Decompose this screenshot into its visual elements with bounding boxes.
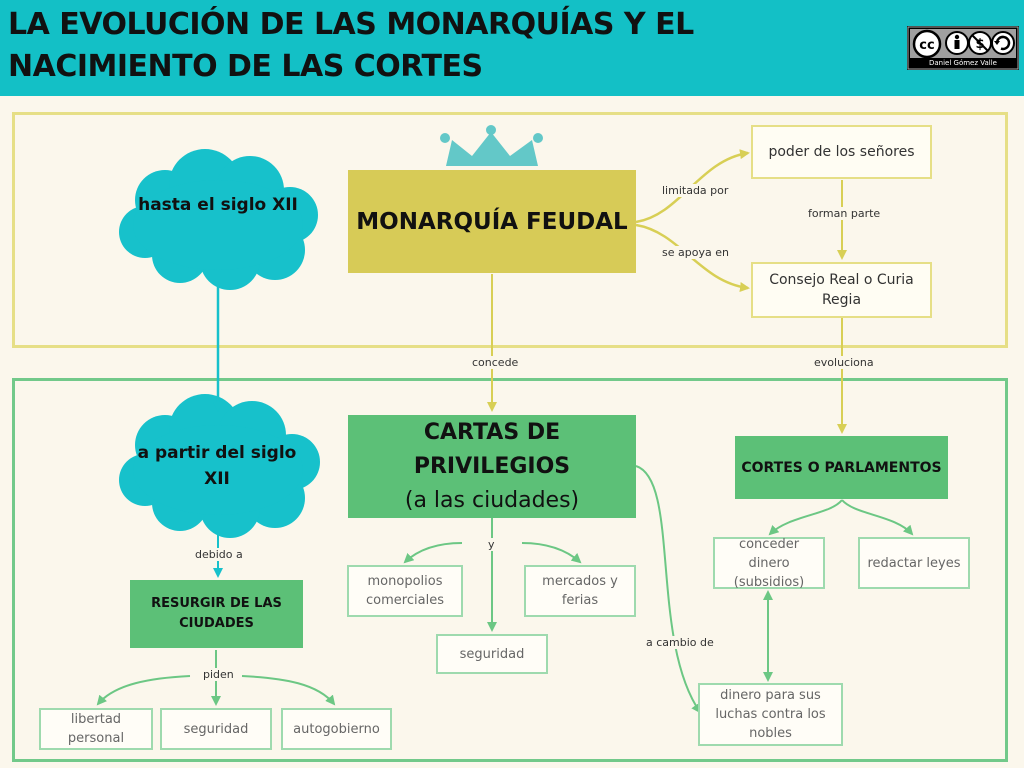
node-conceder-dinero: conceder dinero (subsidios) (713, 536, 825, 590)
license-author: Daniel Gómez Valle (928, 59, 997, 67)
cities-frame (12, 378, 1008, 762)
cartas-sub-label: (a las ciudades) (404, 487, 580, 513)
cortes-label: CORTES O PARLAMENTOS (741, 459, 942, 476)
node-cortes-parlamentos: CORTES O PARLAMENTOS (735, 436, 948, 499)
arrow-to-monopolios (403, 542, 463, 564)
redactar-leyes-label: redactar leyes (867, 555, 961, 571)
link-forman-parte: forman parte (806, 207, 883, 220)
node-consejo-real: Consejo Real o Curia Regia (751, 262, 932, 318)
cloud-hasta-siglo (119, 149, 318, 290)
poder-senores-label: poder de los señores (768, 144, 915, 160)
svg-text:$: $ (975, 37, 984, 52)
link-evoluciona: evoluciona (812, 356, 876, 369)
arrow-to-autogobierno (241, 675, 336, 706)
cc-by-nc-sa-icon: cc $ Daniel Gómez Valle (907, 26, 1019, 70)
node-hasta-siglo: hasta el siglo XII (138, 195, 298, 215)
svg-text:cc: cc (919, 38, 934, 53)
link-concede: concede (470, 356, 521, 369)
resurgir-label: RESURGIR DE LAS CIUDADES (151, 596, 282, 631)
libertad-label: libertad personal (67, 712, 125, 746)
node-dinero-luchas: dinero para sus luchas contra los nobles (698, 683, 843, 746)
seguridad-resurgir-label: seguridad (183, 721, 249, 737)
node-poder-senores: poder de los señores (751, 125, 932, 179)
node-seguridad-resurgir: seguridad (160, 708, 272, 750)
node-monarquia-feudal: MONARQUÍA FEUDAL (348, 170, 636, 273)
arrow-to-libertad (96, 675, 191, 706)
seguridad-cartas-label: seguridad (459, 646, 525, 662)
monopolios-label: monopolios comerciales (366, 574, 444, 608)
node-a-partir-siglo: a partir del siglo XII (137, 443, 297, 489)
autogobierno-label: autogobierno (293, 721, 380, 737)
node-autogobierno: autogobierno (281, 708, 392, 750)
node-cartas-privilegios: CARTAS DE PRIVILEGIOS (a las ciudades) (348, 415, 636, 518)
consejo-real-label: Consejo Real o Curia Regia (769, 272, 914, 308)
link-se-apoya-en: se apoya en (660, 246, 731, 259)
node-libertad: libertad personal (39, 708, 153, 750)
node-monopolios: monopolios comerciales (347, 565, 463, 617)
link-debido-a: debido a (193, 548, 245, 561)
mercados-label: mercados y ferias (542, 574, 618, 608)
arrow-to-redactar (841, 499, 914, 536)
monarquia-feudal-label: MONARQUÍA FEUDAL (356, 208, 628, 235)
arrow-a-cambio-de (635, 465, 702, 714)
dinero-luchas-label: dinero para sus luchas contra los nobles (715, 688, 826, 741)
node-redactar-leyes: redactar leyes (858, 537, 970, 589)
cartas-label: CARTAS DE PRIVILEGIOS (413, 419, 571, 479)
crown-icon (440, 125, 543, 166)
conceder-dinero-label: conceder dinero (subsidios) (733, 536, 805, 590)
arrow-to-conceder (768, 499, 843, 536)
cloud-a-partir-siglo (119, 394, 320, 538)
link-piden: piden (201, 668, 236, 681)
header-bar: LA EVOLUCIÓN DE LAS MONARQUÍAS Y EL NACI… (0, 0, 1024, 96)
link-limitada-por: limitada por (660, 184, 731, 197)
link-y: y (486, 538, 497, 551)
link-a-cambio-de: a cambio de (644, 636, 716, 649)
arrow-to-mercados (521, 542, 582, 564)
feudal-frame (12, 112, 1008, 348)
page-title: LA EVOLUCIÓN DE LAS MONARQUÍAS Y EL NACI… (8, 7, 694, 84)
node-resurgir-ciudades: RESURGIR DE LAS CIUDADES (130, 580, 303, 648)
node-mercados: mercados y ferias (524, 565, 636, 617)
node-seguridad-cartas: seguridad (436, 634, 548, 674)
